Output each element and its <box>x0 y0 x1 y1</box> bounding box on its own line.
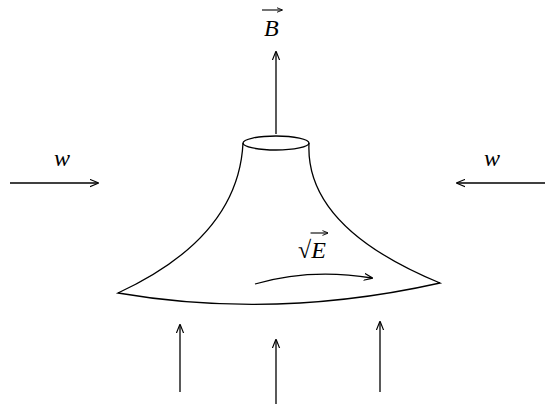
trumpet-outline <box>110 130 450 330</box>
vector-mark <box>262 9 282 10</box>
field-arrow <box>275 52 276 134</box>
symbol-label: w <box>484 146 500 170</box>
symbol-label: B <box>264 16 279 40</box>
force-arrow <box>379 322 380 392</box>
symbol-label: w <box>54 146 70 170</box>
force-arrow <box>179 325 180 392</box>
force-arrow <box>457 182 545 183</box>
force-arrow <box>275 340 276 404</box>
force-arrow <box>10 182 98 183</box>
node-label: √E <box>298 238 326 262</box>
trumpet-shape: √E <box>110 130 450 330</box>
